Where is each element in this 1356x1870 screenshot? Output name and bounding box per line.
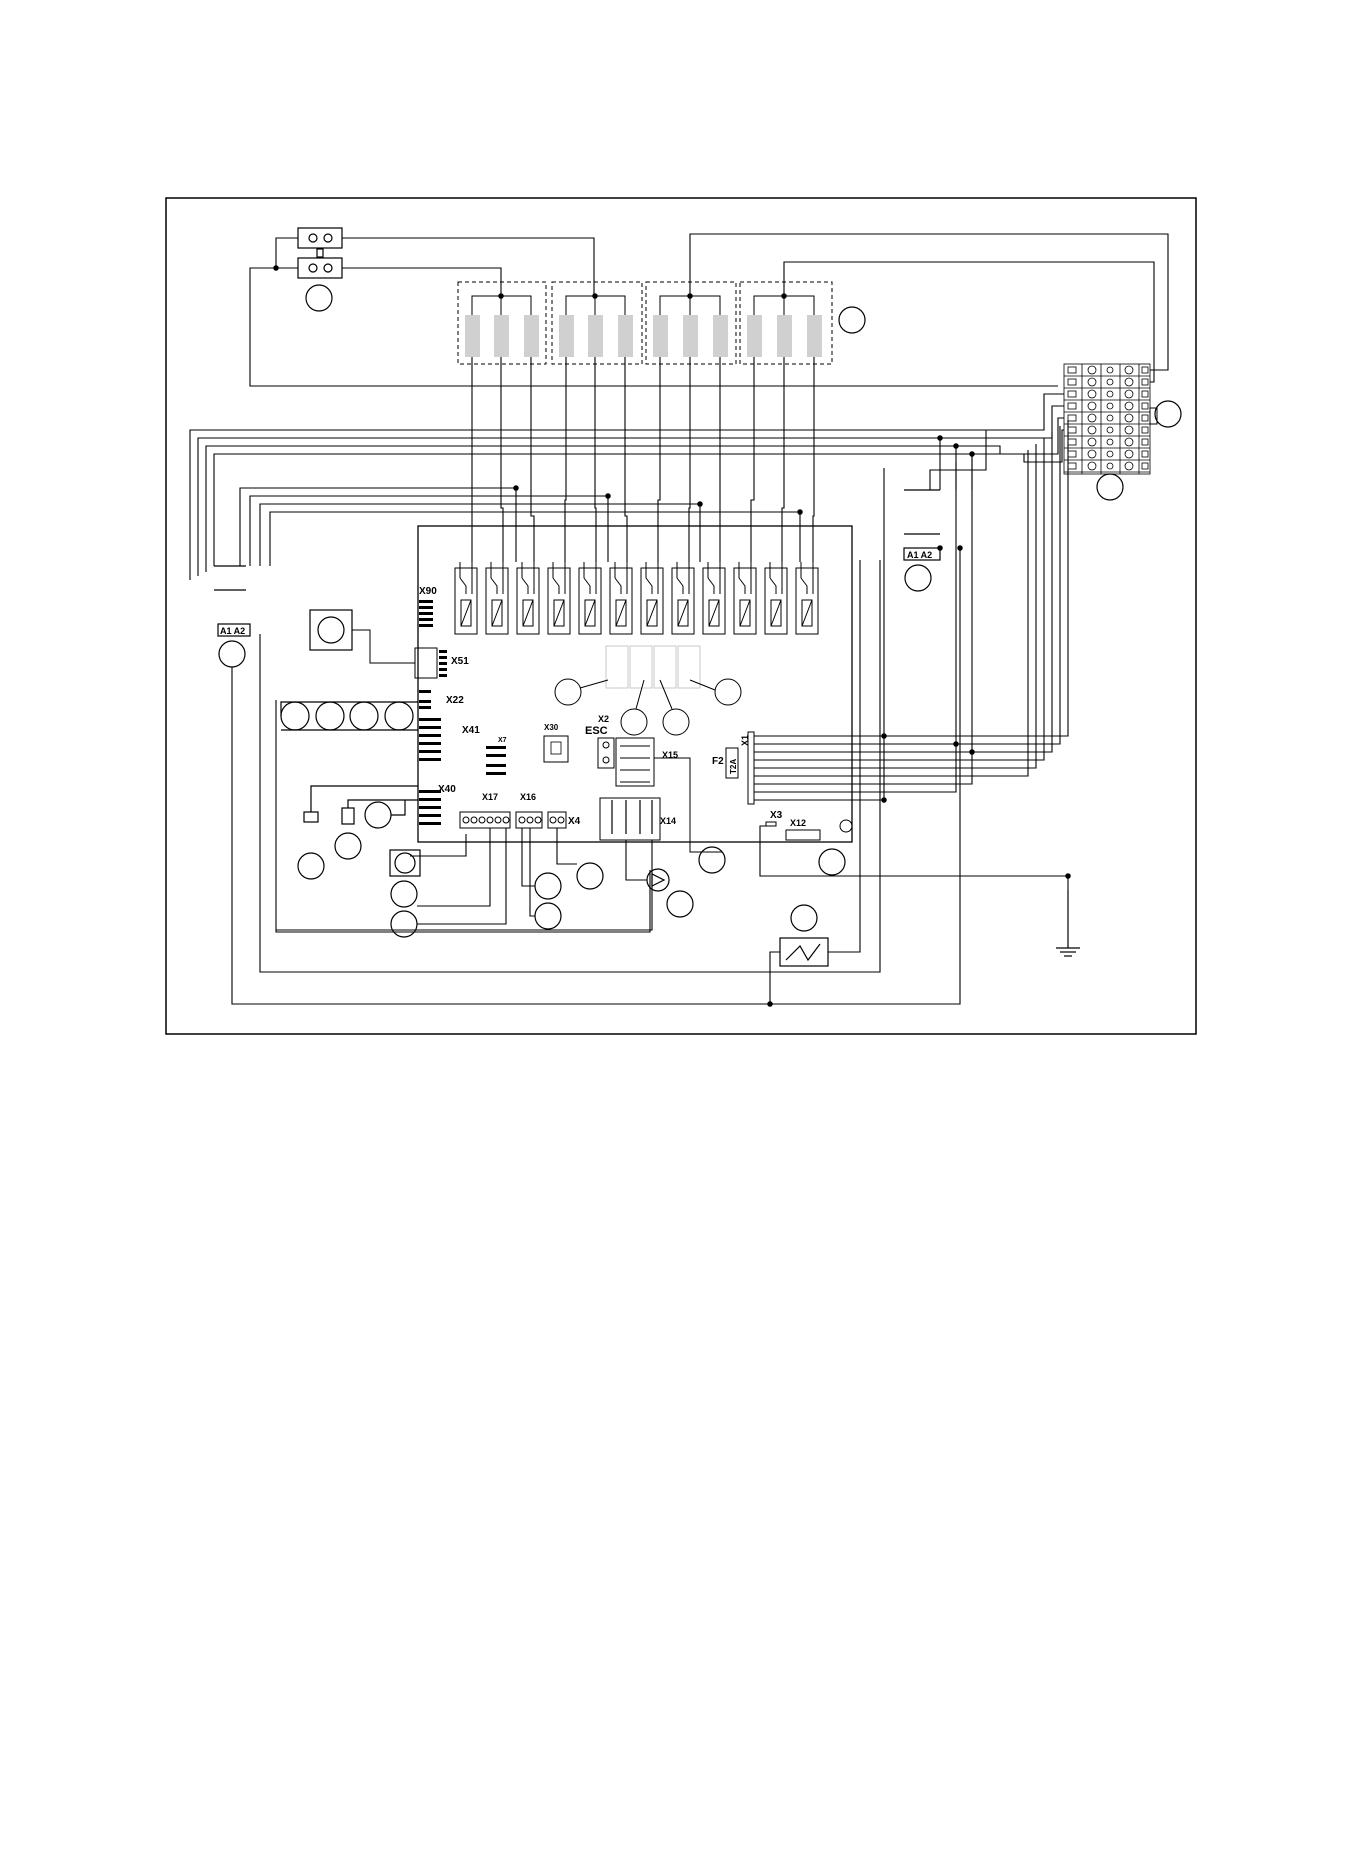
control-board [417,525,853,843]
terminal-ref-a [1154,400,1182,428]
contactor-right-label: A1 A2 [907,550,932,560]
x2-label: X2 [598,714,609,724]
thermal-fuse-block [297,227,343,279]
relay-12 [795,562,819,635]
x30-label: X30 [544,723,559,732]
sensor-8 [390,880,418,908]
relay-outlines [605,645,701,689]
x3-label: X3 [770,810,783,821]
sensor-7 [364,801,392,829]
x16-label: X16 [520,792,536,802]
x12-ref [818,848,846,876]
sensor-2 [315,701,345,731]
x40-label: X40 [438,784,456,795]
thermal-fuse-ref [305,284,333,312]
cutout-ref [790,904,818,932]
relay-2 [485,562,509,635]
mains-terminal-block [1063,363,1151,475]
pump-ref [698,846,726,874]
contactor-left-label: A1 A2 [220,626,245,636]
f2-label: F2 [712,756,724,767]
x1-label: X1 [740,735,750,746]
sensor-12 [576,862,604,890]
x4-label: X4 [568,816,581,827]
relay-8 [671,562,695,635]
sensor-11 [534,902,562,930]
relay-9 [702,562,726,635]
thermal-cutout-icon [779,937,829,967]
relay-6 [609,562,633,635]
x90-pins [419,600,433,627]
relay-4 [547,562,571,635]
terminal-ref-b [1096,473,1124,501]
heater-ref [838,306,866,334]
x17-label: X17 [482,792,498,802]
esc-label: ESC [585,725,608,737]
relay-5 [578,562,602,635]
x22-label: X22 [446,695,464,706]
sensor-1 [280,701,310,731]
diagram-frame [165,197,1197,1035]
x7-label: X7 [498,737,507,744]
x41-label: X41 [462,725,480,736]
x90-label: X90 [419,586,437,597]
relay-1 [454,562,478,635]
x15-label: X15 [662,750,678,760]
sensor-4 [384,701,414,731]
relay-7 [640,562,664,635]
relay-3 [516,562,540,635]
pump-label-ref [666,890,694,918]
sensor-6 [334,832,362,860]
x51-label: X51 [451,656,469,667]
wiring [189,233,1169,1007]
sensor-9 [390,910,418,938]
t2a-label: T2A [729,759,738,774]
contactor-right [903,489,941,592]
x14-label: X14 [660,816,676,826]
relay-bank [454,562,819,635]
sensor-10 [534,872,562,900]
sensor-3 [349,701,379,731]
relay-ref-b [620,708,648,736]
heater-elements [457,281,833,365]
contactor-left [214,565,251,668]
ground-icon [1056,890,1080,957]
relay-ref-c [662,708,690,736]
relay-10 [733,562,757,635]
relay-ref-d [714,678,742,706]
x12-label: X12 [790,818,806,828]
sensor-5 [297,852,325,880]
relay-ref-a [554,678,582,706]
sensor-box [309,609,353,651]
relay-11 [764,562,788,635]
